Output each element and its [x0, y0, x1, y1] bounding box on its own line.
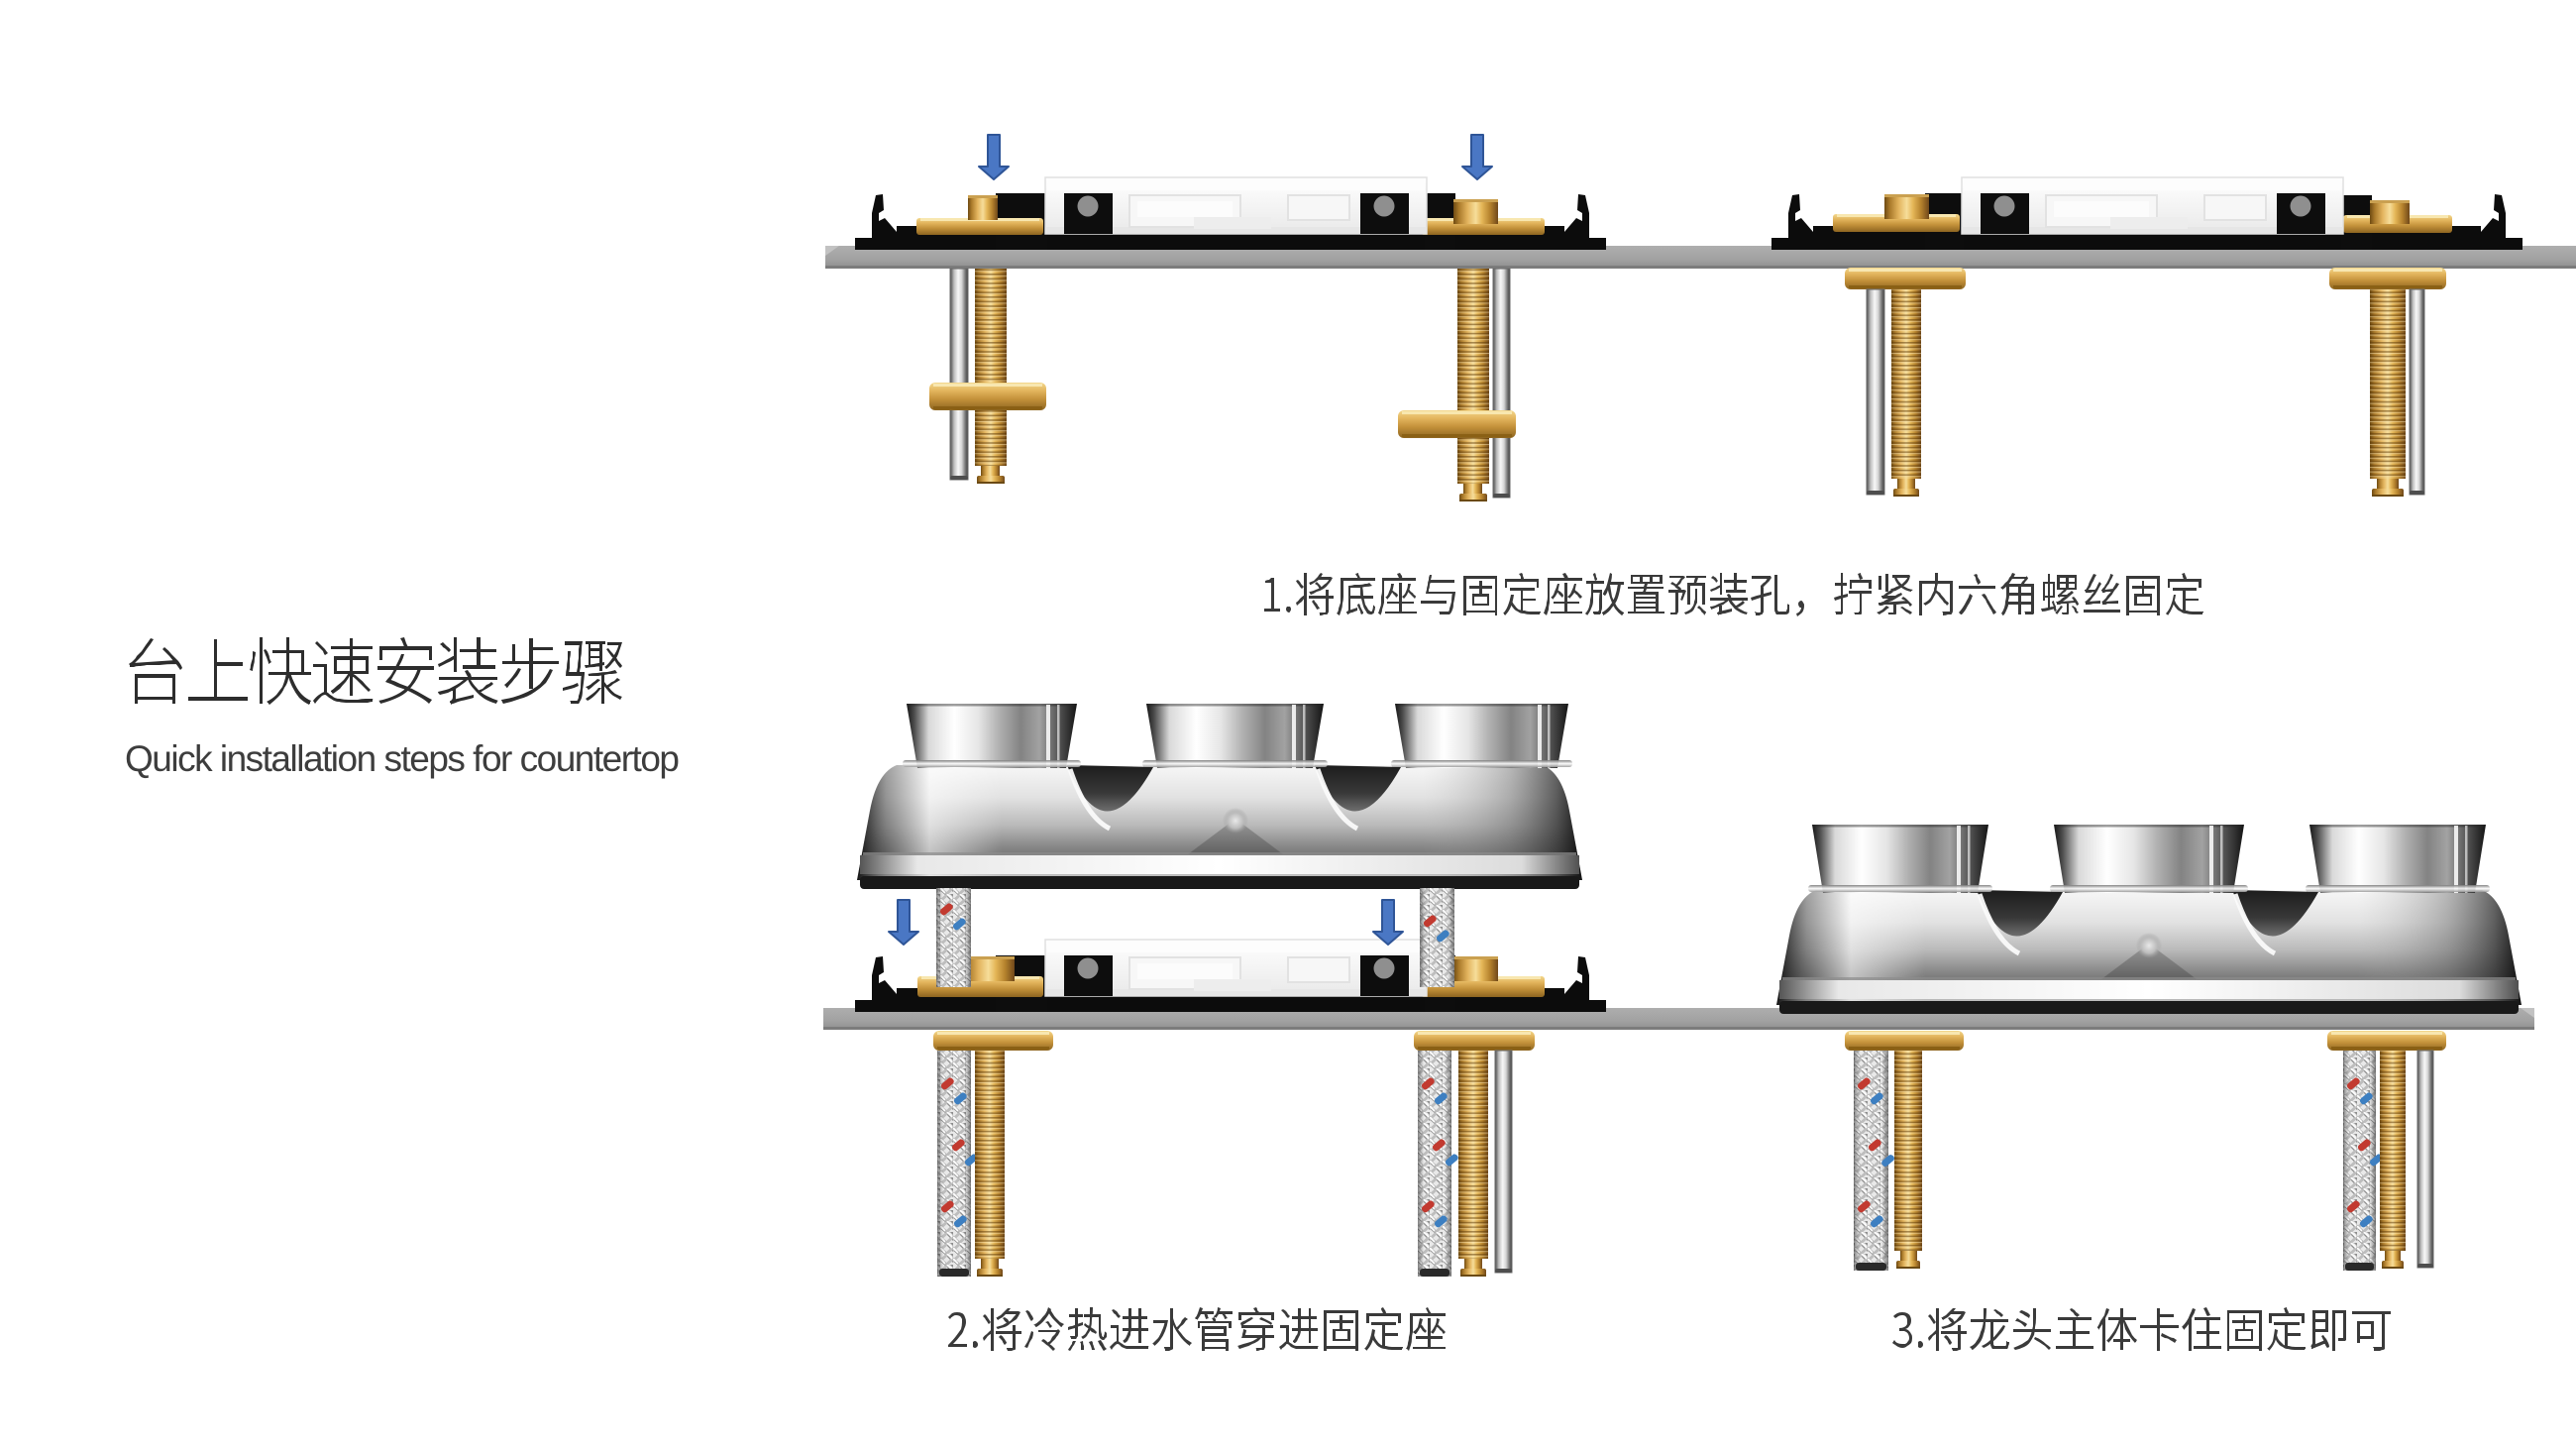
svg-text:Quick installation steps for c: Quick installation steps for countertop	[125, 738, 679, 779]
